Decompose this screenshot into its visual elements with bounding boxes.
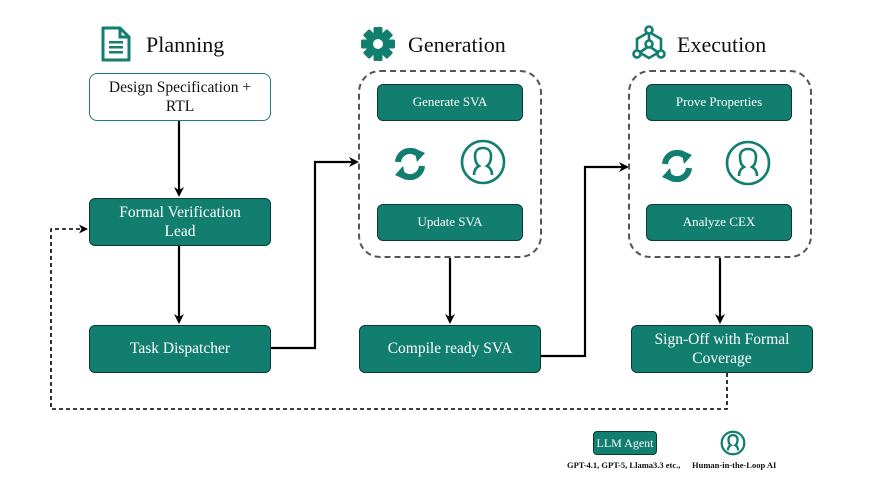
human-icon	[460, 139, 506, 185]
prove-properties-node[interactable]: Prove Properties	[646, 84, 792, 121]
legend-llm-caption: GPT-4.1, GPT-5, Llama3.3 etc.,	[567, 460, 681, 470]
generation-loop-group	[358, 70, 542, 258]
phase-title-execution: Execution	[677, 32, 767, 57]
update-sva-node[interactable]: Update SVA	[377, 204, 523, 241]
compile-ready-sva-node[interactable]: Compile ready SVA	[359, 325, 541, 373]
phase-title-planning: Planning	[146, 32, 225, 57]
legend-human-icon	[720, 430, 746, 456]
phase-title-generation: Generation	[408, 32, 506, 57]
edge-signoff-feedback	[50, 224, 728, 410]
legend-llm-agent-chip: LLM Agent	[593, 431, 657, 455]
legend-human-caption: Human-in-the-Loop AI	[692, 460, 777, 470]
document-icon	[101, 26, 131, 62]
execution-loop-group	[628, 70, 812, 258]
gear-icon	[360, 26, 396, 62]
edge-compile-to-execution	[541, 162, 629, 358]
refresh-icon	[657, 146, 697, 186]
refresh-icon	[390, 144, 430, 184]
human-icon	[725, 140, 771, 186]
formal-verification-lead-node[interactable]: Formal Verification Lead	[89, 198, 271, 246]
sign-off-node[interactable]: Sign-Off with Formal Coverage	[631, 325, 813, 373]
generate-sva-node[interactable]: Generate SVA	[377, 84, 523, 121]
edge-dispatcher-to-generation	[270, 157, 359, 350]
network-nodes-icon	[631, 25, 667, 61]
analyze-cex-node[interactable]: Analyze CEX	[646, 204, 792, 241]
task-dispatcher-node[interactable]: Task Dispatcher	[89, 325, 271, 373]
design-spec-node[interactable]: Design Specification + RTL	[89, 73, 271, 121]
